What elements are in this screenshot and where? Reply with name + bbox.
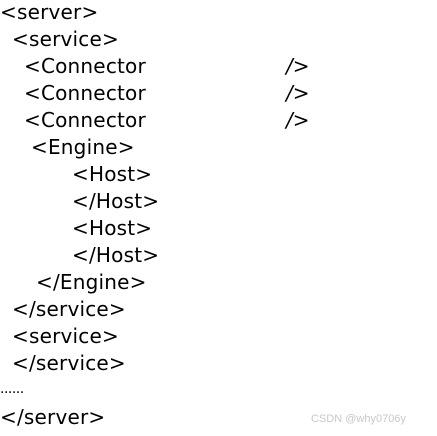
csdn-watermark: CSDN @why0706y [311,413,406,425]
connector-tag-1: <Connector [24,54,146,78]
connector-tag-2: <Connector [24,81,146,105]
connector-close-1: /> [286,54,310,78]
connector-close-2: /> [286,81,310,105]
service-close-tag-1: </service> [12,297,126,321]
host-close-tag-1: </Host> [72,189,160,213]
host-open-tag-2: <Host> [72,216,153,240]
server-close-tag: </server> [0,405,106,429]
connector-tag-3: <Connector [24,108,146,132]
engine-open-tag: <Engine> [31,135,135,159]
engine-close-tag: </Engine> [36,270,147,294]
host-open-tag-1: <Host> [72,162,153,186]
ellipsis-dots: ...... [0,381,24,397]
service-open-tag-2: <service> [12,324,119,348]
connector-close-3: /> [286,108,310,132]
server-open-tag: <server> [0,0,99,24]
service-open-tag: <service> [12,27,119,51]
service-close-tag-2: </service> [12,351,126,375]
host-close-tag-2: </Host> [72,243,160,267]
